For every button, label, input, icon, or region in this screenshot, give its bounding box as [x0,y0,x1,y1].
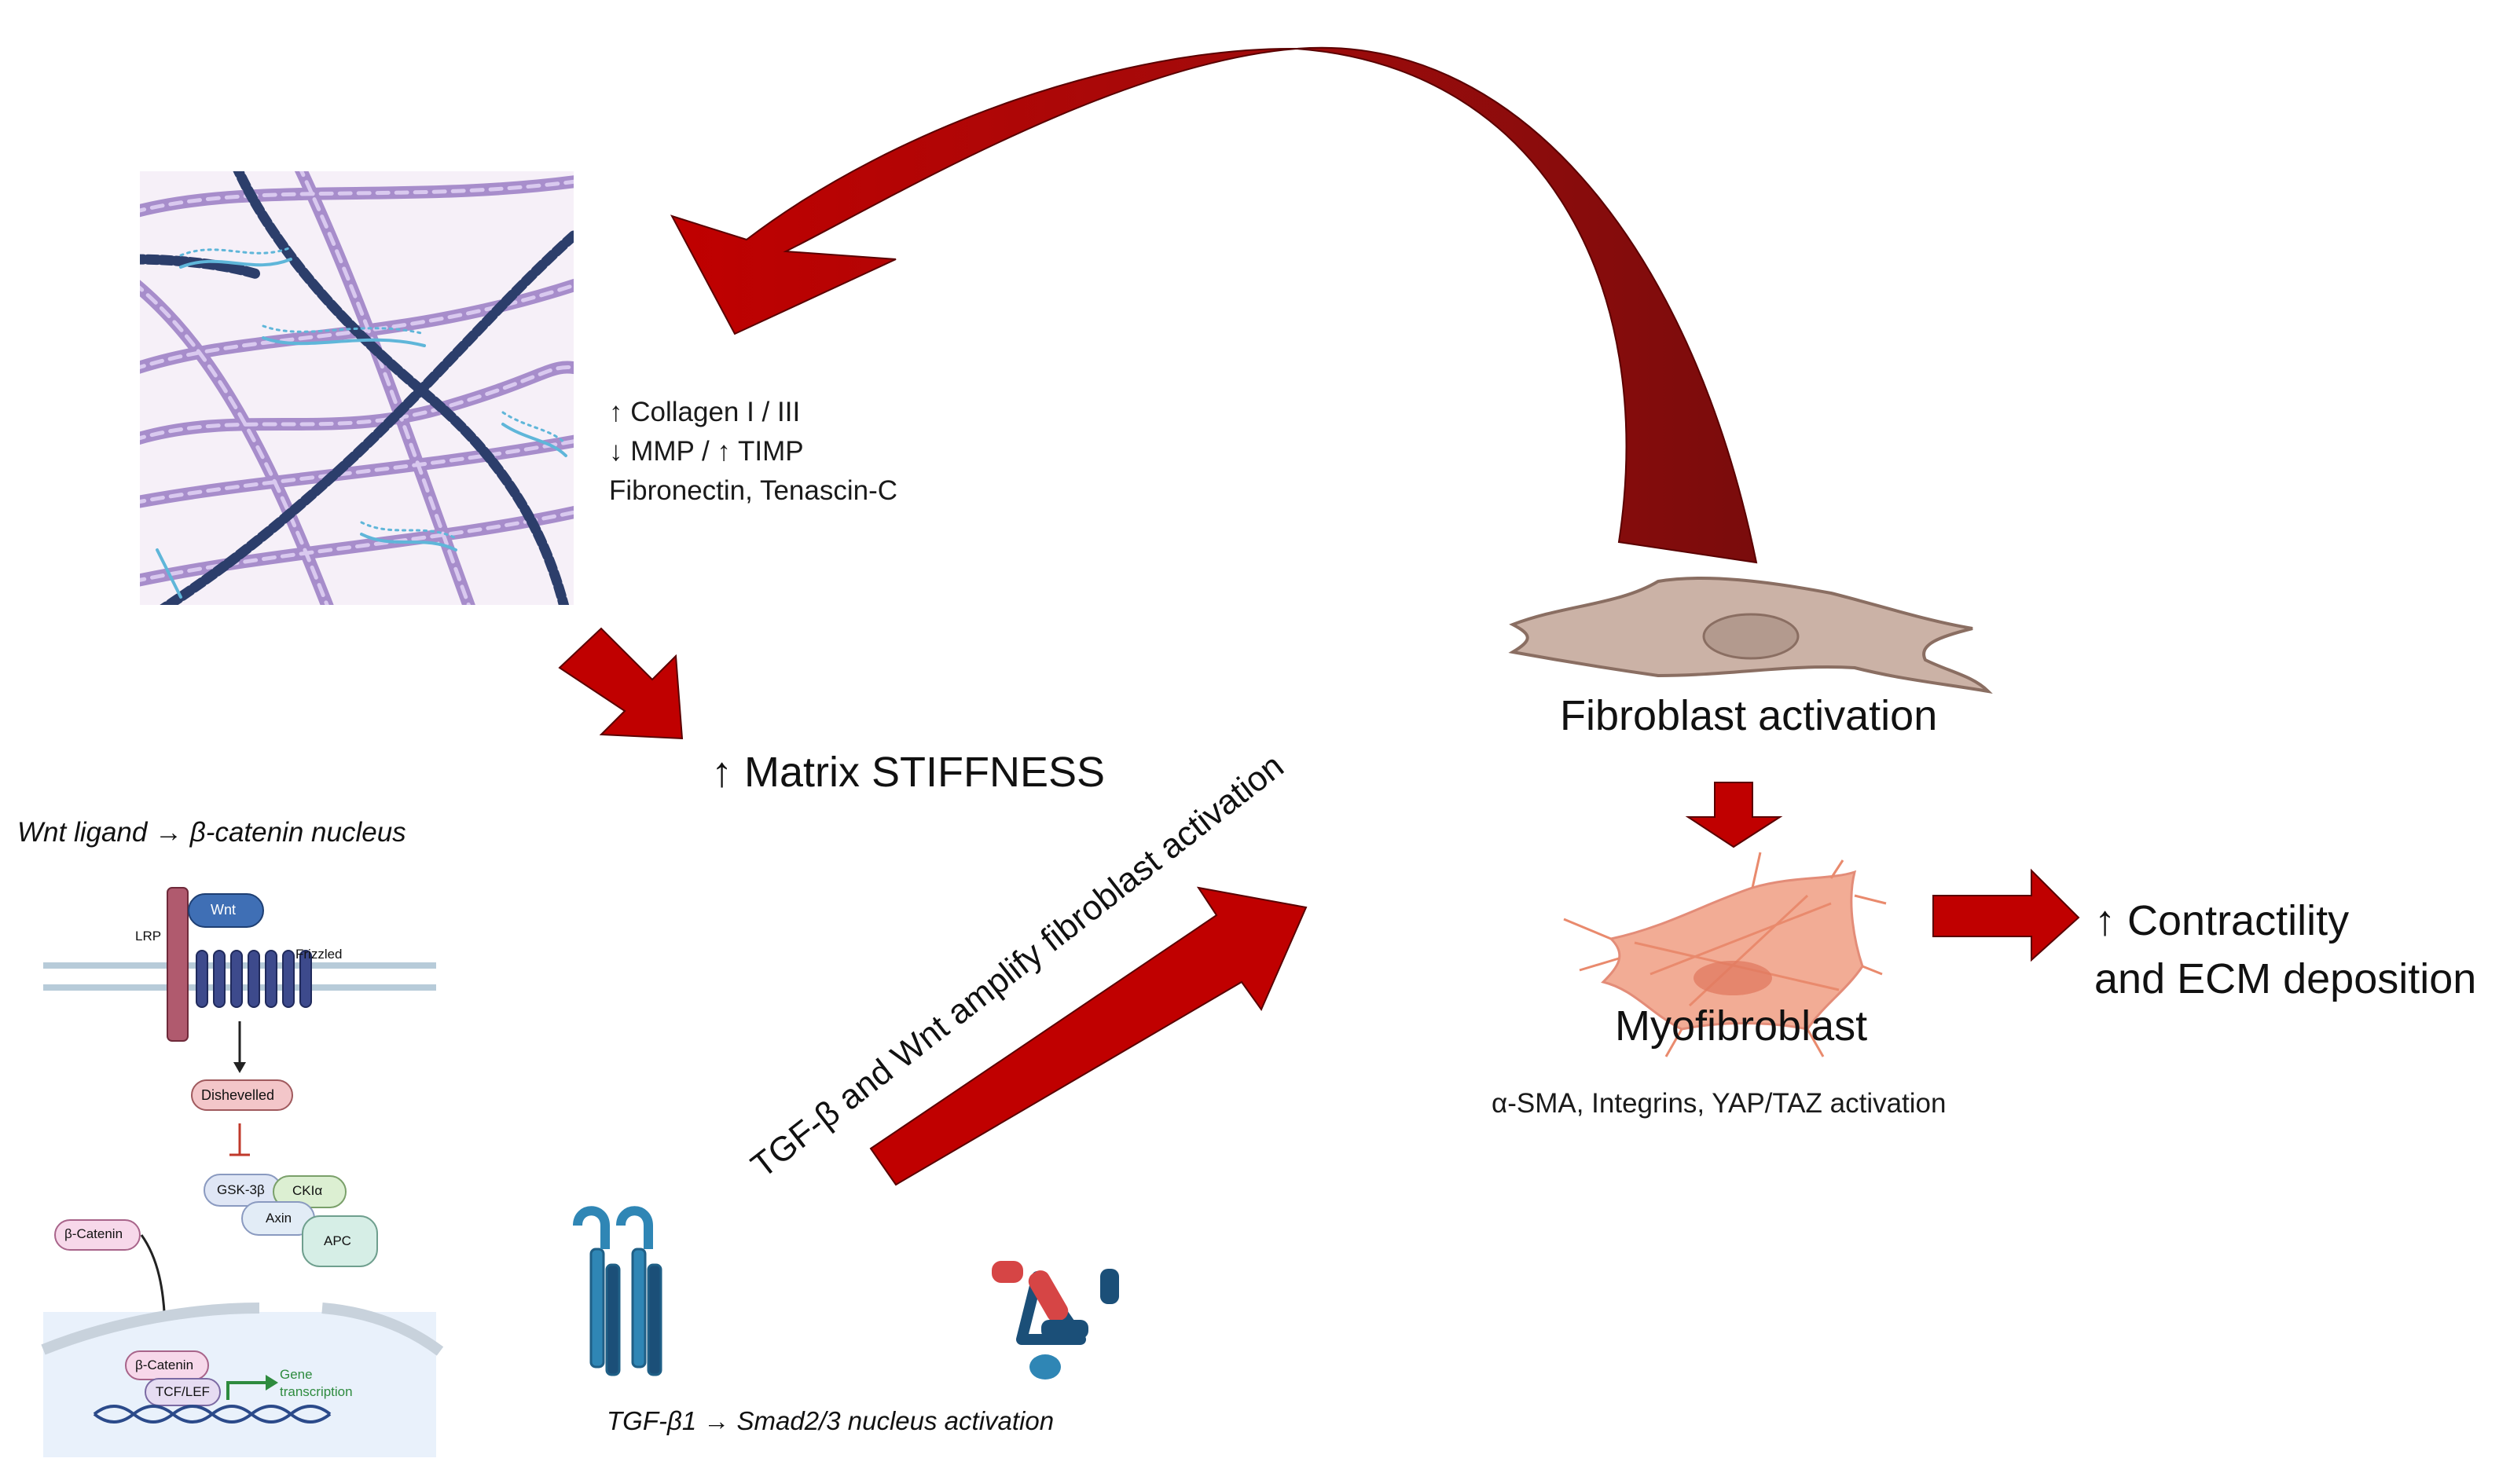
beta-catenin-free-label: β-Catenin [64,1226,123,1241]
frizzled-label: Frizzled [295,947,343,962]
ecm-changes-list: ↑ Collagen I / III ↓ MMP / ↑ TIMP Fibron… [609,393,897,511]
lrp-label: LRP [135,929,162,944]
feedback-curved-arrow [670,46,1758,564]
ecm-line-collagen: ↑ Collagen I / III [609,397,801,427]
transcription-label: transcription [280,1384,353,1399]
wnt-caption: Wnt ligand → β-catenin nucleus [17,817,406,848]
wnt-ligand-label: Wnt [211,902,237,918]
myofibroblast-cell [1563,852,1887,1057]
beta-catenin-nuclear-label: β-Catenin [135,1358,194,1372]
ecm-line-fibronectin: Fibronectin, Tenascin-C [609,475,898,506]
tcf-lef-label: TCF/LEF [156,1384,210,1399]
axin-label: Axin [266,1211,292,1226]
fibroblast-cell [1508,576,1993,694]
tgf-caption: TGF-β1 → Smad2/3 nucleus activation [607,1406,1055,1435]
myofibroblast-markers: α-SMA, Integrins, YAP/TAZ activation [1492,1088,1947,1119]
arrow-amplify [869,886,1308,1186]
fibroblast-activation-label: Fibroblast activation [1560,692,1938,739]
ck1a-label: CKIα [292,1183,323,1198]
arrow-myofibroblast-to-contractility [1932,868,2080,962]
ecm-matrix-image [140,171,574,605]
apc-label: APC [324,1233,351,1248]
arrow-ecm-to-stiffness [558,627,684,740]
dishevelled-label: Dishevelled [201,1087,275,1103]
gsk3b-label: GSK-3β [217,1182,265,1197]
contractility-line1: ↑ Contractility [2094,897,2350,944]
gene-label: Gene [280,1367,313,1382]
ecm-line-mmp: ↓ MMP / ↑ TIMP [609,436,804,467]
myofibroblast-label: Myofibroblast [1615,1002,1868,1050]
smad-complex-icon [992,1261,1119,1380]
contractility-line2: and ECM deposition [2094,955,2477,1002]
tgf-receptor-icon [573,1206,662,1376]
wnt-pathway-diagram [41,887,444,1457]
matrix-stiffness-label: ↑ Matrix STIFFNESS [711,749,1106,796]
arrow-fibroblast-to-myofibroblast [1685,782,1783,848]
contractility-label: ↑ Contractility and ECM deposition [2094,892,2476,1008]
